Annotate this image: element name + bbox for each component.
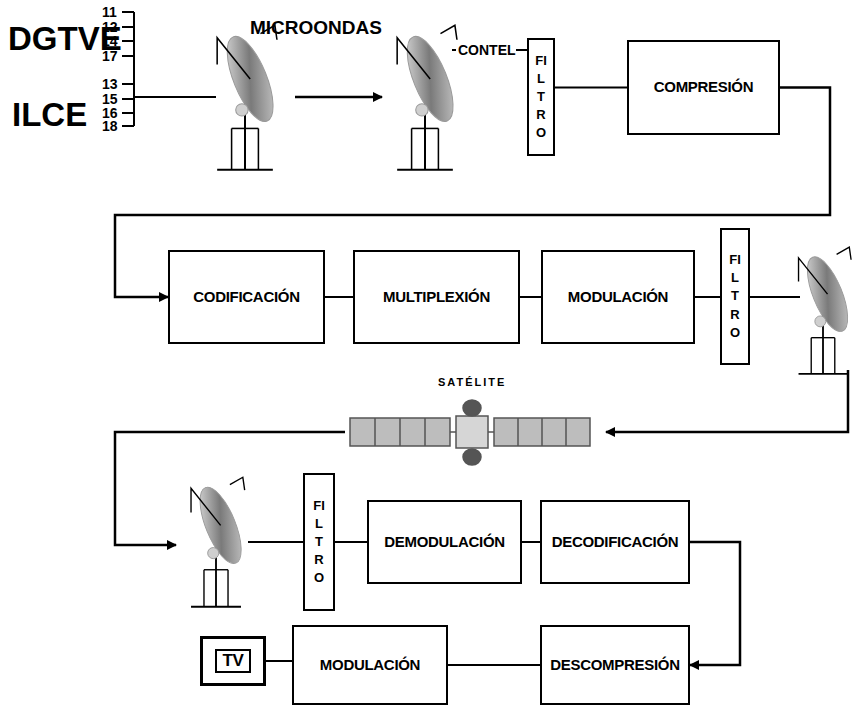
connector <box>522 541 540 543</box>
channel-bracket <box>122 12 216 126</box>
channel-number: 13 <box>102 77 118 91</box>
box-text: FILTRO <box>313 497 326 588</box>
box-text: FILTRO <box>535 52 548 143</box>
channel-number: 18 <box>102 119 118 133</box>
connector <box>335 541 367 543</box>
antenna-dish <box>217 25 282 169</box>
box-text: COMPRESIÓN <box>654 79 754 96</box>
uplink-arrow <box>606 370 848 432</box>
process-box: DECODIFICACIÓN <box>540 500 690 584</box>
process-box: MODULACIÓN <box>292 625 448 705</box>
connector <box>266 660 292 662</box>
box-text: CODIFICACIÓN <box>193 289 299 306</box>
wire <box>452 49 456 51</box>
satellite <box>350 400 590 465</box>
box-text: MODULACIÓN <box>568 289 668 306</box>
process-box: COMPRESIÓN <box>627 40 780 135</box>
channel-number: 14 <box>102 34 118 48</box>
box-text: DEMODULACIÓN <box>384 534 505 551</box>
process-box: DESCOMPRESIÓN <box>540 625 690 705</box>
link-label: CONTEL <box>458 43 516 57</box>
link-arrow <box>295 96 382 99</box>
box-text: MODULACIÓN <box>320 657 420 674</box>
satellite-label: SATÉLITE <box>438 377 506 388</box>
antenna-dish <box>799 247 856 374</box>
filter-box: FILTRO <box>303 473 335 611</box>
antenna-dish <box>191 477 250 607</box>
connector <box>555 87 627 89</box>
antenna-dish <box>397 25 462 169</box>
connector <box>520 296 541 298</box>
box-text: MULTIPLEXIÓN <box>383 289 490 306</box>
process-box: MODULACIÓN <box>541 250 695 344</box>
link-label: MICROONDAS <box>250 18 382 37</box>
box-text: TV <box>215 649 250 674</box>
connector <box>325 296 353 298</box>
channel-number: 16 <box>102 106 118 120</box>
connector <box>448 664 540 666</box>
tv-box: TV <box>200 636 266 686</box>
process-box: MULTIPLEXIÓN <box>353 250 520 344</box>
filter-box: FILTRO <box>720 228 750 365</box>
box-text: FILTRO <box>729 251 742 342</box>
wire <box>248 541 304 543</box>
channel-number: 11 <box>102 5 117 19</box>
wire <box>750 296 800 298</box>
process-box: DEMODULACIÓN <box>367 500 522 584</box>
channel-number: 15 <box>102 92 118 106</box>
connector <box>690 542 740 665</box>
box-text: DECODIFICACIÓN <box>552 534 679 551</box>
box-text: DESCOMPRESIÓN <box>550 657 679 674</box>
filter-box: FILTRO <box>527 38 555 156</box>
channel-number: 12 <box>102 20 118 34</box>
channel-number: 17 <box>102 49 118 63</box>
station-name: ILCE <box>12 98 87 131</box>
process-box: CODIFICACIÓN <box>168 250 325 344</box>
connector <box>695 296 720 298</box>
